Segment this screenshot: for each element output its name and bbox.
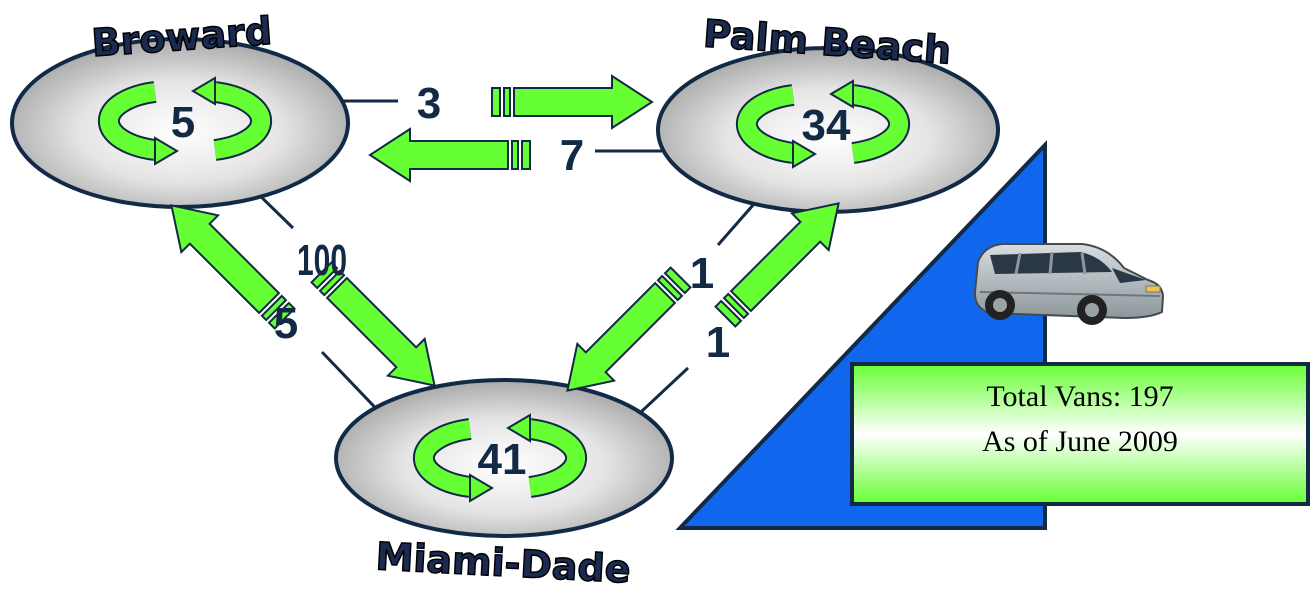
miami-dade-count: 41	[478, 435, 527, 484]
flow-label-palm-beach-to-broward: 7	[560, 131, 584, 180]
summary-box: Total Vans: 197 As of June 2009	[850, 362, 1310, 506]
flow-label-palm-beach-to-miami-dade: 1	[690, 249, 714, 298]
arrow-palm-beach-to-miami-dade	[548, 258, 700, 410]
arrow-broward-to-palm-beach	[491, 75, 653, 129]
total-vans-text: Total Vans: 197	[986, 380, 1173, 413]
as-of-date-text: As of June 2009	[982, 425, 1178, 458]
miami-dade-ellipse	[334, 378, 674, 538]
arrow-palm-beach-to-broward	[369, 128, 531, 182]
palm-beach-count: 34	[802, 101, 851, 150]
flow-label-miami-dade-to-palm-beach: 1	[706, 318, 730, 367]
flow-label-broward-to-miami-dade: 100	[297, 236, 347, 285]
flow-label-broward-to-palm-beach: 3	[417, 79, 441, 128]
broward-count: 5	[171, 98, 195, 147]
miami-dade-title: Miami-Dade	[375, 534, 632, 590]
flow-label-miami-dade-to-broward: 5	[274, 299, 298, 348]
minivan-image	[973, 243, 1165, 325]
